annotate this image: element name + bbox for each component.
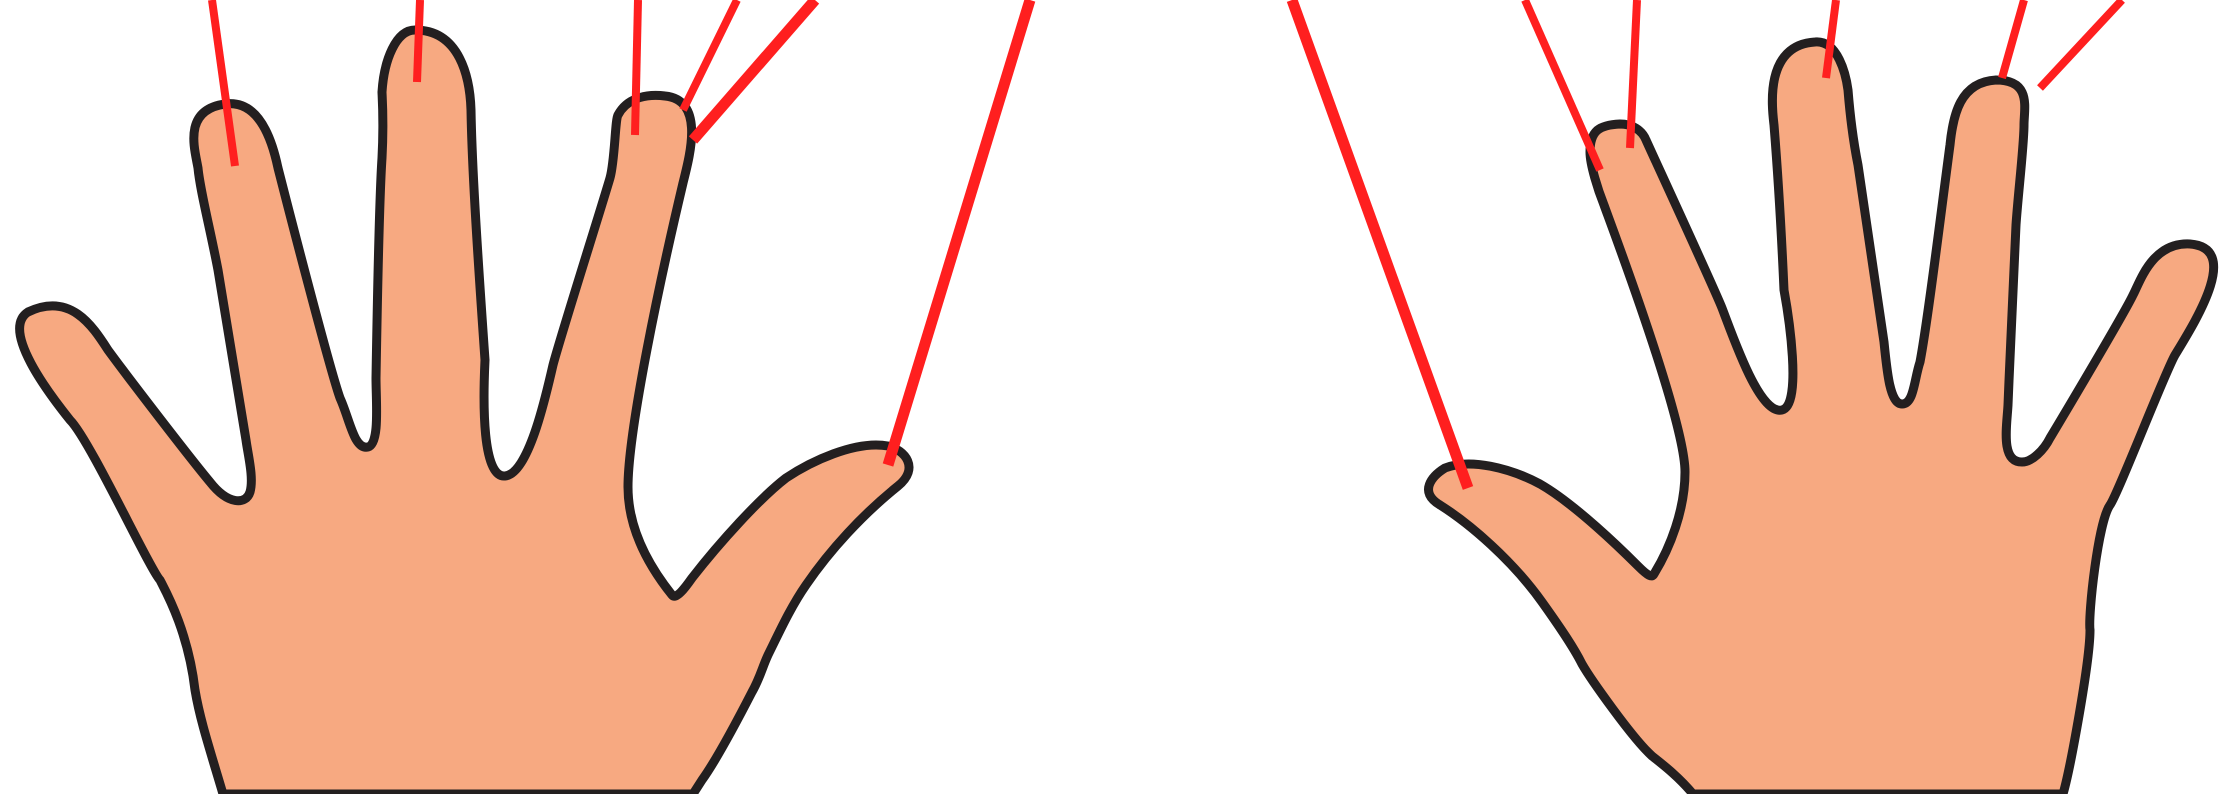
pointer-left-index-b: [688, 0, 820, 144]
pointer-left-middle: [631, 0, 642, 136]
pointer-right-little: [2037, 0, 2125, 91]
right-hand-outline: [1424, 37, 2219, 794]
right-hand: [1424, 37, 2219, 794]
pointer-right-index-b: [1626, 0, 1641, 149]
pointer-left-index-a: [679, 0, 741, 112]
pointer-lines: [208, 0, 2125, 490]
left-hand-outline: [15, 25, 914, 794]
pointer-right-index-a: [1521, 0, 1604, 172]
pointer-right-ring: [1998, 0, 2028, 80]
pointer-left-little: [208, 0, 239, 167]
pointer-left-ring: [413, 0, 424, 83]
pointer-right-thumb: [1286, 0, 1474, 490]
pointer-left-thumb: [882, 0, 1036, 467]
pointer-right-middle: [1822, 0, 1840, 79]
left-hand: [15, 25, 914, 794]
